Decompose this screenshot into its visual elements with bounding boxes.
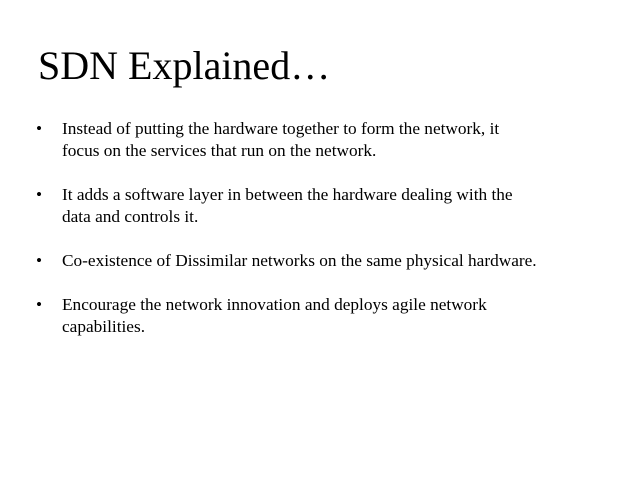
- bullet-line: focus on the services that run on the ne…: [62, 141, 377, 160]
- bullet-item: • Instead of putting the hardware togeth…: [36, 118, 616, 162]
- bullet-item: • Encourage the network innovation and d…: [36, 294, 616, 338]
- bullet-line: Instead of putting the hardware together…: [62, 119, 500, 138]
- bullet-line: data and controls it.: [62, 207, 199, 226]
- bullet-line: capabilities.: [62, 317, 146, 336]
- bullet-line: Encourage the network innovation and dep…: [62, 295, 487, 314]
- slide-title: SDN Explained…: [38, 43, 331, 88]
- bullet-icon: •: [36, 185, 43, 204]
- bullet-icon: •: [36, 251, 43, 270]
- bullet-item: • Co-existence of Dissimilar networks on…: [36, 250, 616, 272]
- bullet-icon: •: [36, 295, 43, 314]
- bullet-icon: •: [36, 119, 43, 138]
- bullet-line: It adds a software layer in between the …: [62, 185, 513, 204]
- bullet-list: • Instead of putting the hardware togeth…: [36, 118, 616, 338]
- bullet-line: Co-existence of Dissimilar networks on t…: [62, 251, 537, 270]
- bullet-item: • It adds a software layer in between th…: [36, 184, 616, 228]
